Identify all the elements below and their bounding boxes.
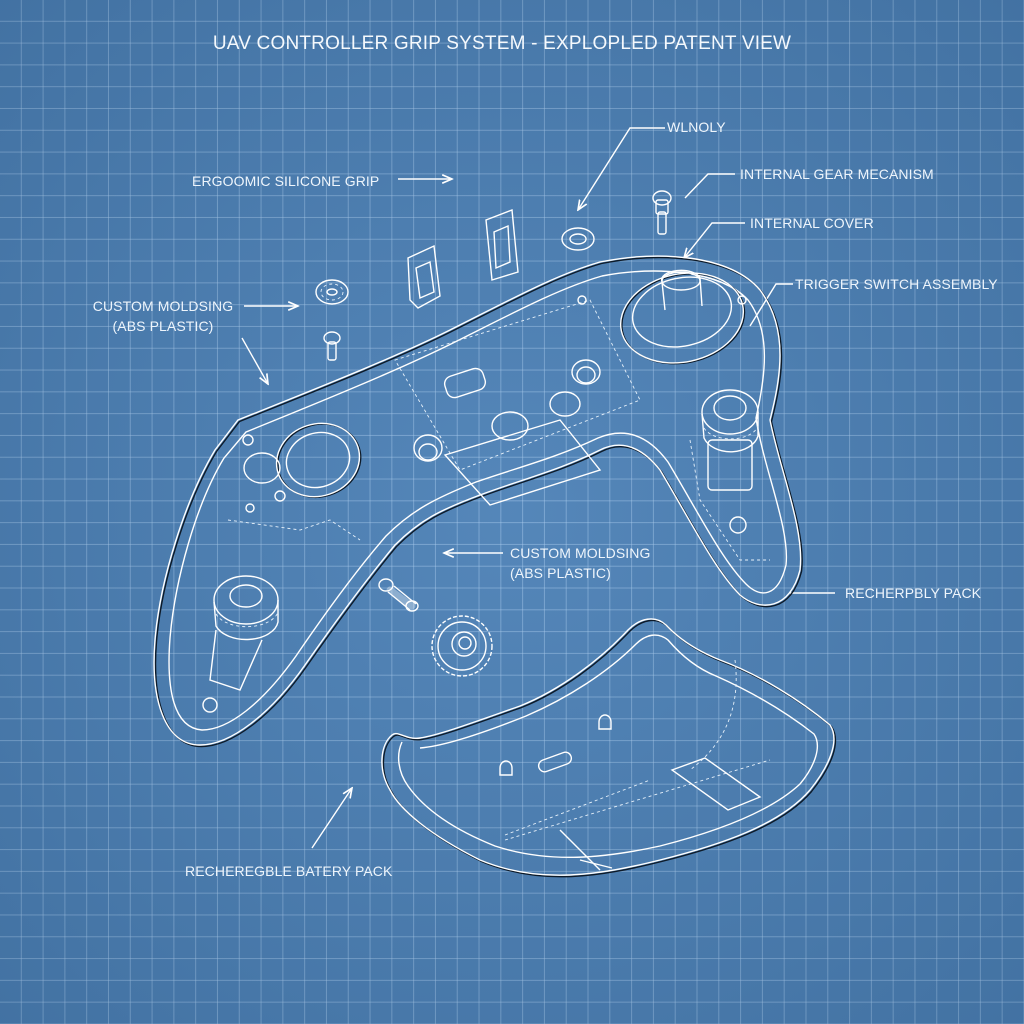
leader-lines	[241, 127, 835, 849]
label-ergonomic-grip: ERGOOMIC SILICONE GRIP	[192, 173, 380, 189]
label-custom-molding-center-line2: (ABS PLASTIC)	[510, 565, 611, 581]
label-internal-gear-mechanism: INTERNAL GEAR MECANISM	[740, 166, 934, 182]
label-trigger-switch-assembly: TRIGGER SWITCH ASSEMBLY	[795, 276, 998, 292]
label-custom-molding-left: CUSTOM MOLDSING (ABS PLASTIC)	[78, 296, 248, 336]
leader-trigger-switch	[749, 283, 793, 327]
label-rechargeable-battery-pack: RECHEREGBLE BATERY PACK	[185, 863, 393, 879]
loose-washer-top	[561, 227, 595, 251]
label-custom-molding-left-line2: (ABS PLASTIC)	[112, 318, 214, 334]
loose-screw-top	[652, 190, 672, 235]
leader-custom-molding-left-2	[241, 337, 268, 384]
label-wlnoly: WLNOLY	[667, 119, 726, 135]
loose-bracket-1	[407, 244, 441, 309]
leader-internal-cover	[684, 222, 745, 258]
label-custom-molding-center-line1: CUSTOM MOLDSING	[510, 545, 651, 561]
loose-washer-left	[315, 279, 349, 305]
diagram-title: UAV CONTROLLER GRIP SYSTEM - EXPLOPLED P…	[212, 33, 792, 54]
label-custom-molding-center: CUSTOM MOLDSING (ABS PLASTIC)	[510, 543, 650, 583]
leader-internal-gear	[684, 173, 735, 199]
left-grip-internal-gear	[202, 575, 279, 713]
label-rechargeable-pack: RECHERPBLY PACK	[845, 585, 982, 601]
loose-bracket-2	[485, 209, 519, 281]
label-internal-cover: INTERNAL COVER	[750, 215, 874, 231]
label-custom-molding-left-line1: CUSTOM MOLDSING	[92, 298, 234, 314]
right-grip-internal-gear	[701, 389, 759, 534]
loose-screw-left	[323, 331, 341, 361]
loose-screw-bottom	[378, 578, 419, 612]
loose-gear-bottom	[431, 615, 493, 677]
battery-tray	[381, 618, 837, 878]
leader-wlnoly	[578, 127, 665, 210]
controller-housing	[153, 255, 803, 748]
leader-battery-pack	[311, 788, 352, 849]
